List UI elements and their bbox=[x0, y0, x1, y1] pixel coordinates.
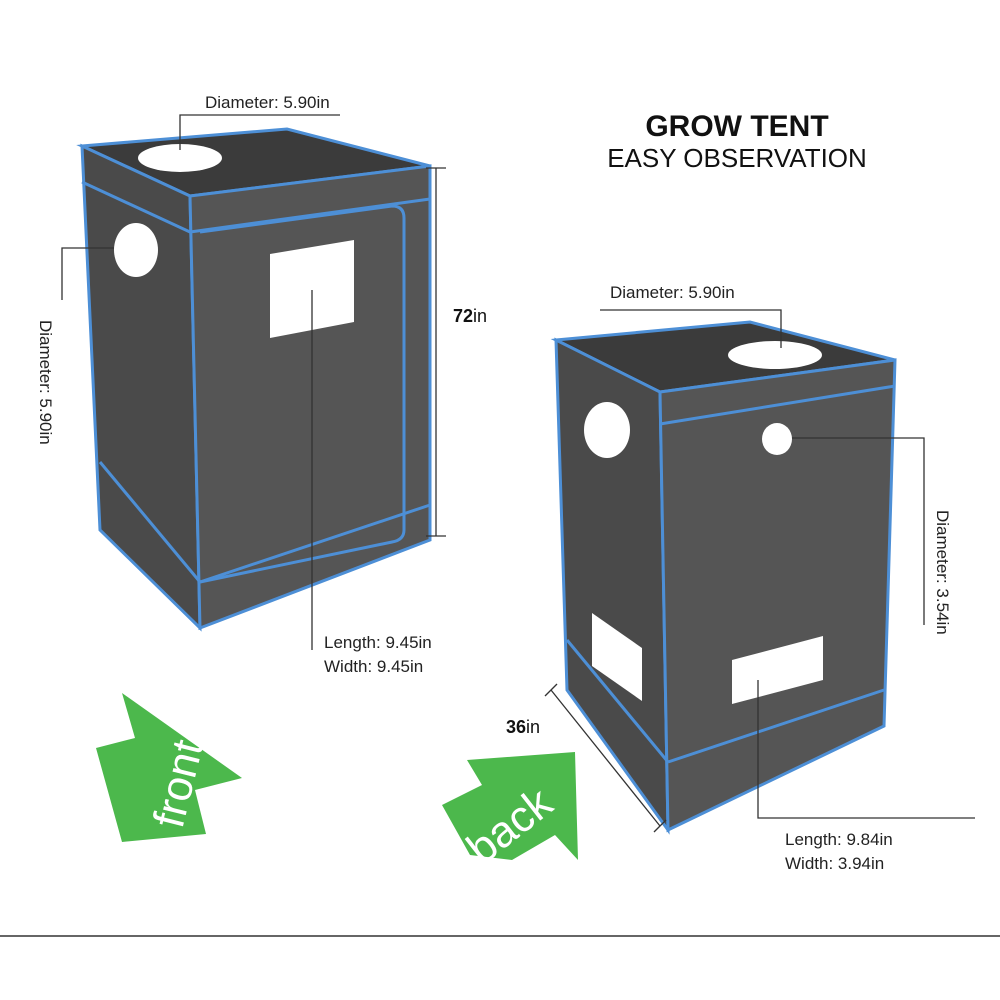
depth-unit: in bbox=[526, 717, 540, 737]
back-window-leader bbox=[757, 680, 975, 819]
front-window-length-label: Length: 9.45in bbox=[324, 633, 432, 652]
front-tent-seam-side-bottom bbox=[98, 461, 202, 583]
back-small-vent-label: Diameter: 3.54in bbox=[933, 510, 952, 635]
back-tent-side-window bbox=[592, 613, 642, 701]
title-block: GROW TENT EASY OBSERVATION bbox=[607, 110, 867, 173]
back-top-vent-leader bbox=[600, 309, 782, 348]
back-arrow: back bbox=[442, 752, 578, 874]
front-tent-top-vent bbox=[138, 144, 222, 172]
front-arrow-shape bbox=[96, 693, 242, 842]
depth-dimension-tick-top bbox=[544, 683, 558, 697]
back-tent-seam-bottom bbox=[667, 688, 885, 764]
back-window-width-label: Width: 3.94in bbox=[785, 854, 884, 873]
front-tent-side bbox=[80, 143, 202, 632]
front-top-vent-leader bbox=[179, 114, 340, 150]
title-sub: EASY OBSERVATION bbox=[607, 143, 867, 173]
back-tent-top-vent bbox=[728, 341, 822, 369]
back-tent-seam-top bbox=[659, 384, 896, 426]
back-tent-back bbox=[658, 358, 897, 833]
front-tent-front bbox=[188, 164, 432, 631]
back-arrow-shape bbox=[442, 752, 578, 860]
front-tent-seam-side-top bbox=[81, 180, 191, 234]
front-top-vent-label: Diameter: 5.90in bbox=[205, 93, 330, 112]
depth-dimension-line bbox=[550, 689, 661, 827]
back-tent-small-vent bbox=[762, 423, 792, 455]
front-tent-leaders bbox=[61, 114, 446, 650]
front-tent-door-zipper bbox=[199, 204, 406, 584]
back-tent-seam-side-bottom bbox=[565, 639, 670, 763]
front-tent-seam-bottom bbox=[199, 503, 431, 584]
back-small-vent-leader bbox=[792, 437, 925, 625]
title-main: GROW TENT bbox=[645, 110, 828, 143]
back-tent-side-vent bbox=[584, 402, 630, 458]
back-tent bbox=[550, 320, 897, 835]
depth-value: 36 bbox=[506, 717, 526, 737]
front-side-vent-leader bbox=[61, 247, 114, 300]
front-arrow: front bbox=[96, 693, 242, 842]
depth-dimension-label: 36in bbox=[506, 717, 540, 737]
height-dimension-label: 72in bbox=[453, 306, 487, 326]
height-value: 72 bbox=[453, 306, 473, 326]
back-top-vent-label: Diameter: 5.90in bbox=[610, 283, 735, 302]
back-tent-back-window bbox=[732, 636, 823, 704]
front-side-vent-label: Diameter: 5.90in bbox=[36, 320, 55, 445]
front-tent-window bbox=[270, 240, 354, 338]
front-window-width-label: Width: 9.45in bbox=[324, 657, 423, 676]
height-unit: in bbox=[473, 306, 487, 326]
back-tent-leaders bbox=[544, 309, 975, 833]
front-tent-side-vent bbox=[114, 223, 158, 277]
back-window-length-label: Length: 9.84in bbox=[785, 830, 893, 849]
front-tent bbox=[76, 127, 432, 632]
depth-dimension-tick-bottom bbox=[653, 819, 667, 833]
